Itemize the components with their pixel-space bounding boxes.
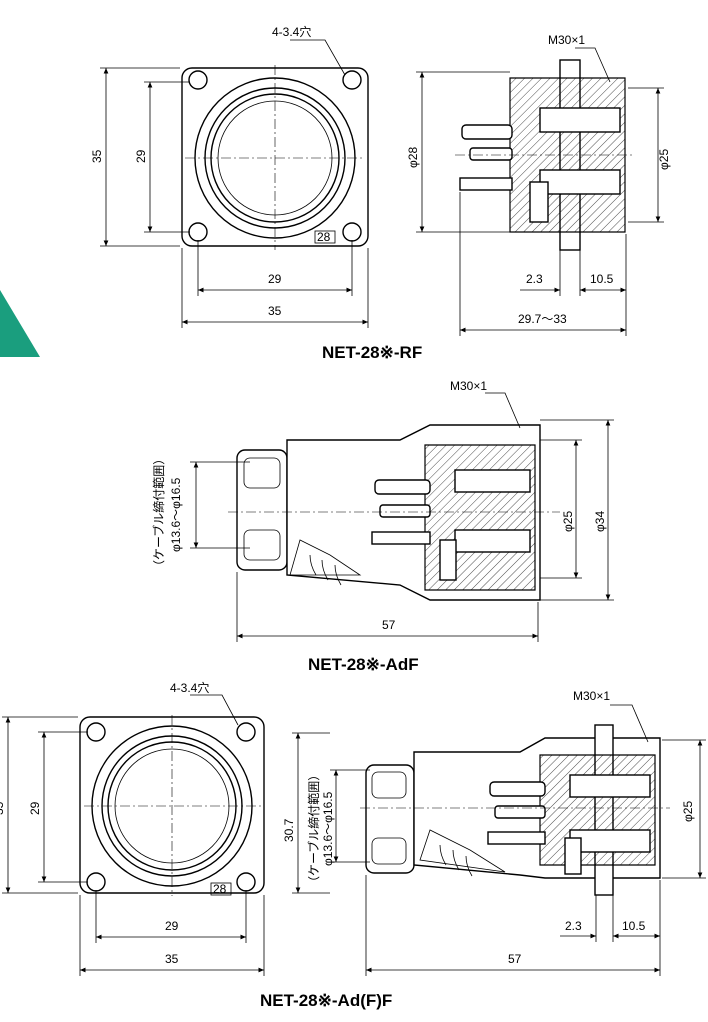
adff-inner-height: 29 — [28, 801, 42, 815]
rf-thread-label: M30×1 — [548, 33, 585, 47]
adff-dim-a: 2.3 — [565, 919, 582, 933]
rf-hole-label: 4-3.4穴 — [272, 24, 311, 39]
rf-inner-width: 29 — [268, 272, 282, 286]
adff-dim-b: 10.5 — [622, 919, 646, 933]
adff-hole-label: 4-3.4穴 — [170, 680, 209, 695]
adf-cable-range-1: （ケーブル締付範囲） — [151, 453, 166, 572]
rf-dia-right: φ25 — [657, 149, 671, 170]
adff-inner-width: 29 — [165, 919, 179, 933]
rf-outer-height: 35 — [90, 149, 104, 163]
rf-length: 29.7～33 — [518, 312, 567, 326]
adf-dia-inner: φ25 — [561, 511, 575, 532]
adff-cable-range-1: （ケーブル締付範囲） — [306, 769, 321, 888]
rf-inner-height: 29 — [134, 149, 148, 163]
adf-cable-range-2: φ13.6～φ16.5 — [169, 477, 183, 552]
adf-length: 57 — [382, 618, 396, 632]
adf-thread-label: M30×1 — [450, 379, 487, 393]
drawing-net28-adff: 28 4-3.4穴 35 29 29 35 — [0, 680, 706, 1010]
adff-length: 57 — [508, 952, 522, 966]
adff-cable-range-2: φ13.6～φ16.5 — [321, 791, 335, 866]
adff-outer-height: 35 — [0, 801, 6, 815]
adff-height-label: 30.7 — [282, 818, 296, 842]
adff-front-view: 28 4-3.4穴 35 29 29 35 — [0, 680, 265, 976]
rf-title: NET-28※-RF — [322, 343, 422, 362]
adff-title: NET-28※-Ad(F)F — [260, 991, 392, 1010]
adff-outer-width: 35 — [165, 952, 179, 966]
drawing-net28-adf: M30×1 （ケーブル締付範囲） φ13.6～φ16.5 φ25 φ34 57 … — [151, 379, 614, 674]
rf-side-view: M30×1 φ28 φ25 2.3 10.5 29.7～33 — [406, 33, 671, 336]
rf-dia-left: φ28 — [406, 147, 420, 168]
rf-size-mark: 28 — [317, 230, 331, 244]
rf-outer-width: 35 — [268, 304, 282, 318]
rf-dim-b: 10.5 — [590, 272, 614, 286]
adff-dia-right: φ25 — [681, 801, 695, 822]
adff-size-mark: 28 — [213, 882, 227, 896]
page-tab-marker — [0, 290, 40, 357]
rf-dim-a: 2.3 — [526, 272, 543, 286]
adf-title: NET-28※-AdF — [308, 655, 419, 674]
drawing-net28-rf: 28 4-3.4穴 35 29 29 35 — [90, 24, 671, 362]
adf-dia-outer: φ34 — [593, 511, 607, 532]
rf-front-view: 28 4-3.4穴 35 29 29 35 — [90, 24, 369, 328]
adff-thread-label: M30×1 — [573, 689, 610, 703]
adff-side-view: M30×1 30.7 （ケーブル締付範囲） φ13.6～φ16.5 φ25 2.… — [282, 689, 706, 976]
